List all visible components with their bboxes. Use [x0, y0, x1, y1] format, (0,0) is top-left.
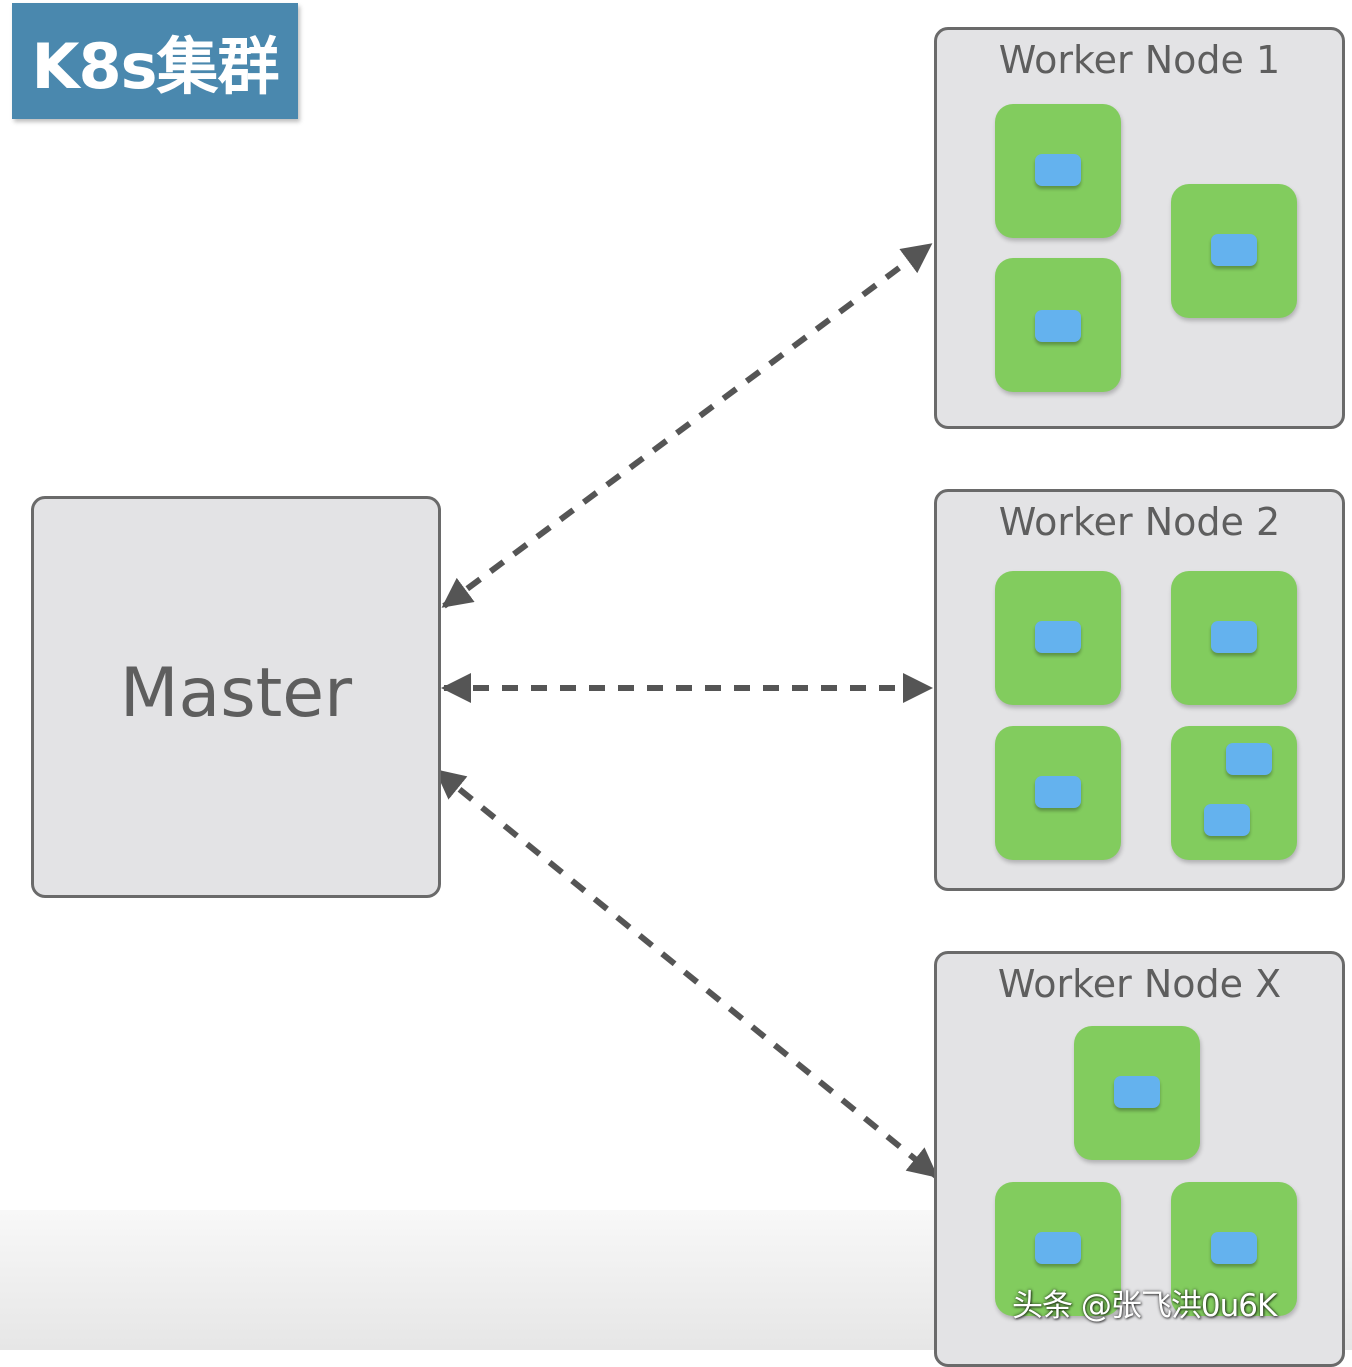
master-label: Master [119, 653, 353, 733]
diagram-title: K8s集群 [31, 30, 279, 103]
container-icon [1226, 743, 1272, 775]
master-box: Master [31, 496, 441, 898]
container-icon [1211, 621, 1257, 653]
worker-node-x: Worker Node X [934, 951, 1345, 1367]
pod [995, 258, 1121, 392]
pod [1171, 726, 1297, 860]
container-icon [1035, 154, 1081, 186]
pod [1074, 1026, 1200, 1160]
worker-node-label: Worker Node X [997, 962, 1282, 1006]
container-icon [1204, 804, 1250, 836]
arrow-master-node-x [434, 768, 939, 1179]
pod [1171, 184, 1297, 318]
pod [995, 1182, 1121, 1316]
title-badge: K8s集群 [12, 3, 298, 119]
pod [1171, 1182, 1297, 1316]
worker-node-label: Worker Node 1 [998, 38, 1281, 82]
container-icon [1211, 1232, 1257, 1264]
arrow-master-node-1 [441, 242, 933, 609]
container-icon [1035, 310, 1081, 342]
container-icon [1035, 621, 1081, 653]
watermark: 头条 @张飞洪0u6K [1012, 1288, 1277, 1324]
container-icon [1114, 1076, 1160, 1108]
worker-node-1: Worker Node 1 [934, 27, 1345, 429]
pod [1171, 571, 1297, 705]
pod [995, 726, 1121, 860]
container-icon [1211, 234, 1257, 266]
pod [995, 571, 1121, 705]
pod [995, 104, 1121, 238]
container-icon [1035, 776, 1081, 808]
container-icon [1035, 1232, 1081, 1264]
worker-node-label: Worker Node 2 [998, 500, 1281, 544]
worker-node-2: Worker Node 2 [934, 489, 1345, 891]
